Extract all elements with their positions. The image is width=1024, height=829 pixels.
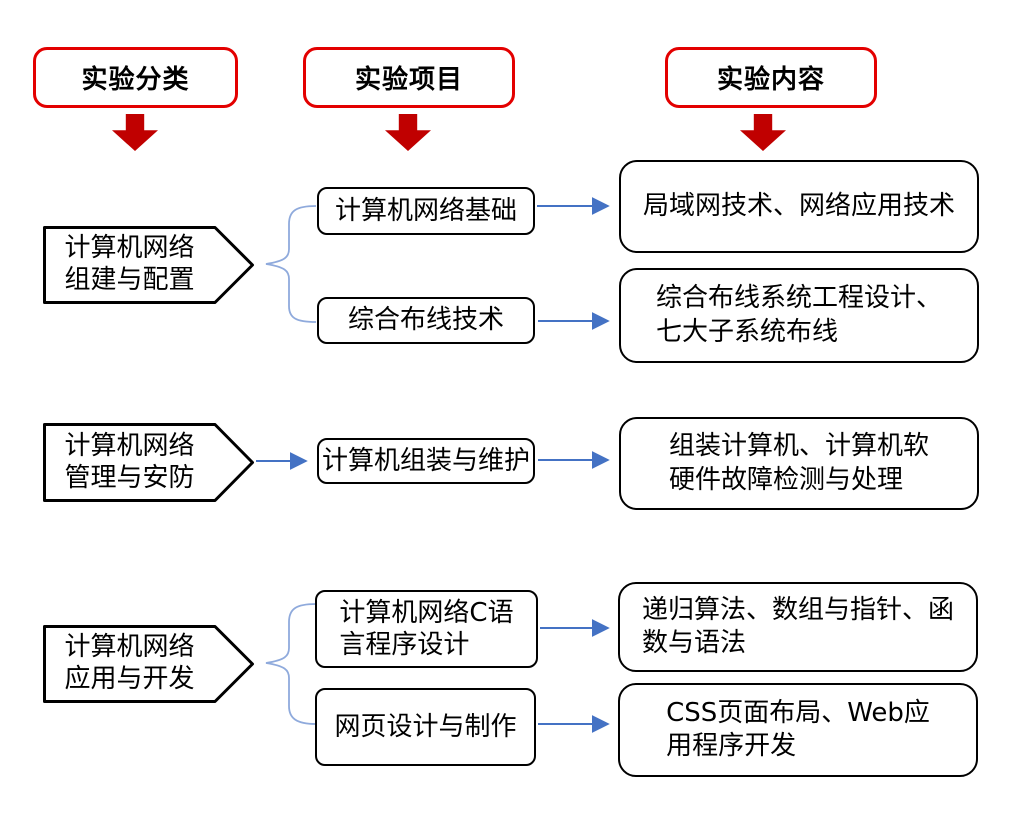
pentagon-shape: [43, 226, 254, 304]
project-box-network-basics: 计算机网络基础: [317, 187, 535, 235]
pentagon-shape: [43, 625, 254, 703]
content-label: 局域网技术、网络应用技术: [642, 190, 955, 221]
column-header-experiment-category: 实验分类: [33, 47, 238, 108]
brace-connector: [265, 603, 317, 725]
content-label: 综合布线系统工程设计、 七大子系统布线: [655, 283, 942, 347]
brace-connector: [265, 205, 317, 323]
project-label: 计算机网络基础: [334, 195, 517, 226]
category-label: 计算机网络 应用与开发: [64, 632, 195, 694]
pentagon-shape: [43, 423, 254, 502]
project-label: 网页设计与制作: [334, 711, 517, 742]
category-pentagon-network-management: 计算机网络 管理与安防: [43, 423, 255, 502]
content-box-pc-assembly-faults: 组装计算机、计算机软 硬件故障检测与处理: [619, 417, 979, 510]
project-label: 计算机网络C语 言程序设计: [339, 597, 514, 660]
category-label: 计算机网络 管理与安防: [64, 430, 195, 493]
column-header-experiment-content: 实验内容: [665, 47, 877, 108]
category-label: 计算机网络 组建与配置: [64, 233, 195, 295]
category-pentagon-network-development: 计算机网络 应用与开发: [43, 625, 255, 703]
content-box-algorithms: 递归算法、数组与指针、函 数与语法: [618, 582, 978, 672]
content-label: CSS页面布局、Web应 用程序开发: [666, 697, 930, 761]
project-box-c-programming: 计算机网络C语 言程序设计: [315, 590, 538, 668]
down-arrow-icon: [740, 114, 786, 151]
content-box-css-web: CSS页面布局、Web应 用程序开发: [618, 683, 978, 777]
project-box-cabling: 综合布线技术: [317, 297, 535, 344]
column-header-experiment-project: 实验项目: [303, 47, 515, 108]
down-arrow-icon: [385, 114, 431, 151]
project-box-pc-assembly: 计算机组装与维护: [317, 438, 535, 484]
content-box-cabling-design: 综合布线系统工程设计、 七大子系统布线: [619, 268, 979, 363]
content-label: 递归算法、数组与指针、函 数与语法: [641, 594, 954, 658]
content-label: 组装计算机、计算机软 硬件故障检测与处理: [668, 431, 929, 495]
content-box-lan-tech: 局域网技术、网络应用技术: [619, 160, 979, 253]
project-label: 计算机组装与维护: [321, 445, 530, 476]
down-arrow-icon: [112, 114, 158, 151]
project-label: 综合布线技术: [347, 305, 504, 336]
category-pentagon-network-setup: 计算机网络 组建与配置: [43, 226, 255, 304]
project-box-web-design: 网页设计与制作: [315, 688, 536, 766]
